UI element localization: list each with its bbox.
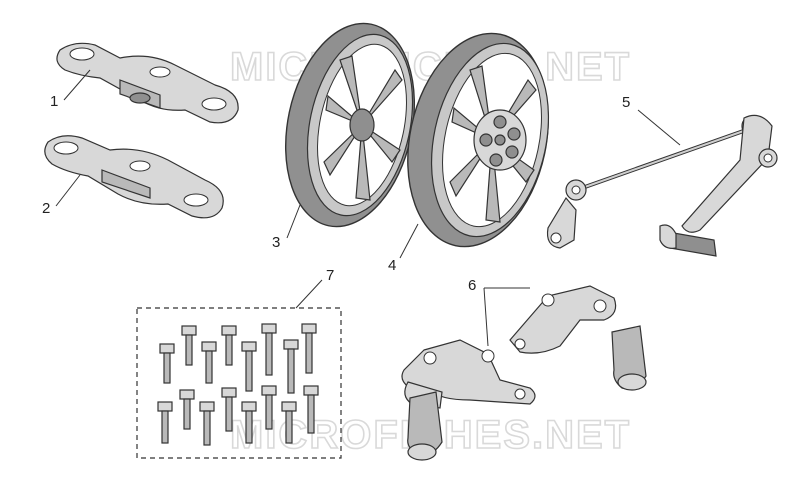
part-5-shift-linkage[interactable] bbox=[546, 114, 778, 257]
callout-6: 6 bbox=[468, 277, 476, 294]
part-1-upper-triple-clamp[interactable] bbox=[56, 42, 239, 124]
bolt-set bbox=[157, 323, 319, 446]
callout-7: 7 bbox=[326, 267, 334, 284]
callout-4: 4 bbox=[388, 257, 396, 274]
callout-5: 5 bbox=[622, 94, 630, 111]
callout-3: 3 bbox=[272, 234, 280, 251]
callout-2: 2 bbox=[42, 200, 50, 217]
part-7-bolt-kit[interactable] bbox=[136, 307, 342, 459]
part-6-footrest-brackets[interactable] bbox=[401, 285, 647, 461]
part-3-wheel[interactable] bbox=[268, 11, 432, 238]
part-2-lower-triple-clamp[interactable] bbox=[44, 135, 224, 219]
part-4-wheel[interactable] bbox=[389, 20, 567, 260]
leader-lines bbox=[55, 69, 681, 347]
callout-1: 1 bbox=[50, 93, 58, 110]
